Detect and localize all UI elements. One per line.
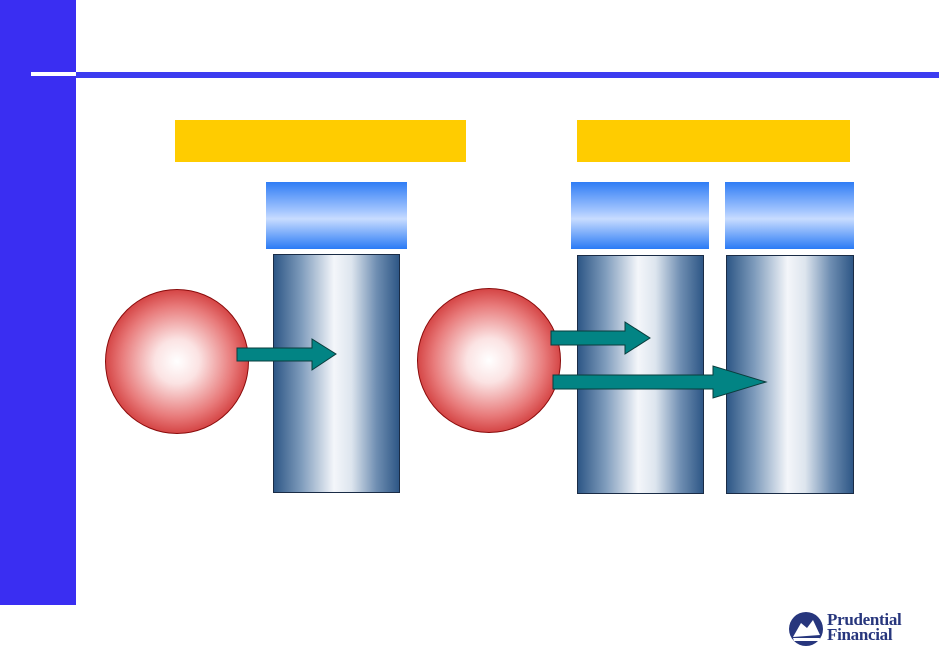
left-flow-arrow (236, 338, 337, 371)
right-flow-arrow-long (552, 365, 768, 399)
left-accent-bar (0, 0, 76, 605)
right-column-1-header (571, 182, 709, 249)
company-logo-text: Prudential Financial (827, 610, 917, 644)
title-rule (76, 72, 939, 78)
left-group-header-bar (175, 120, 466, 162)
right-column-2-cylinder (726, 255, 854, 494)
rock-of-gibraltar-icon (789, 612, 823, 646)
right-source-sphere (417, 288, 561, 433)
right-group-header-bar (577, 120, 850, 162)
logo-line-1: Prudential (827, 610, 902, 629)
title-rule-segment (31, 72, 76, 76)
right-flow-arrow-short (550, 321, 651, 355)
logo-line-2: Financial (827, 625, 893, 644)
right-column-2-header (725, 182, 854, 249)
left-column-cylinder (273, 254, 400, 493)
left-column-header (266, 182, 407, 249)
